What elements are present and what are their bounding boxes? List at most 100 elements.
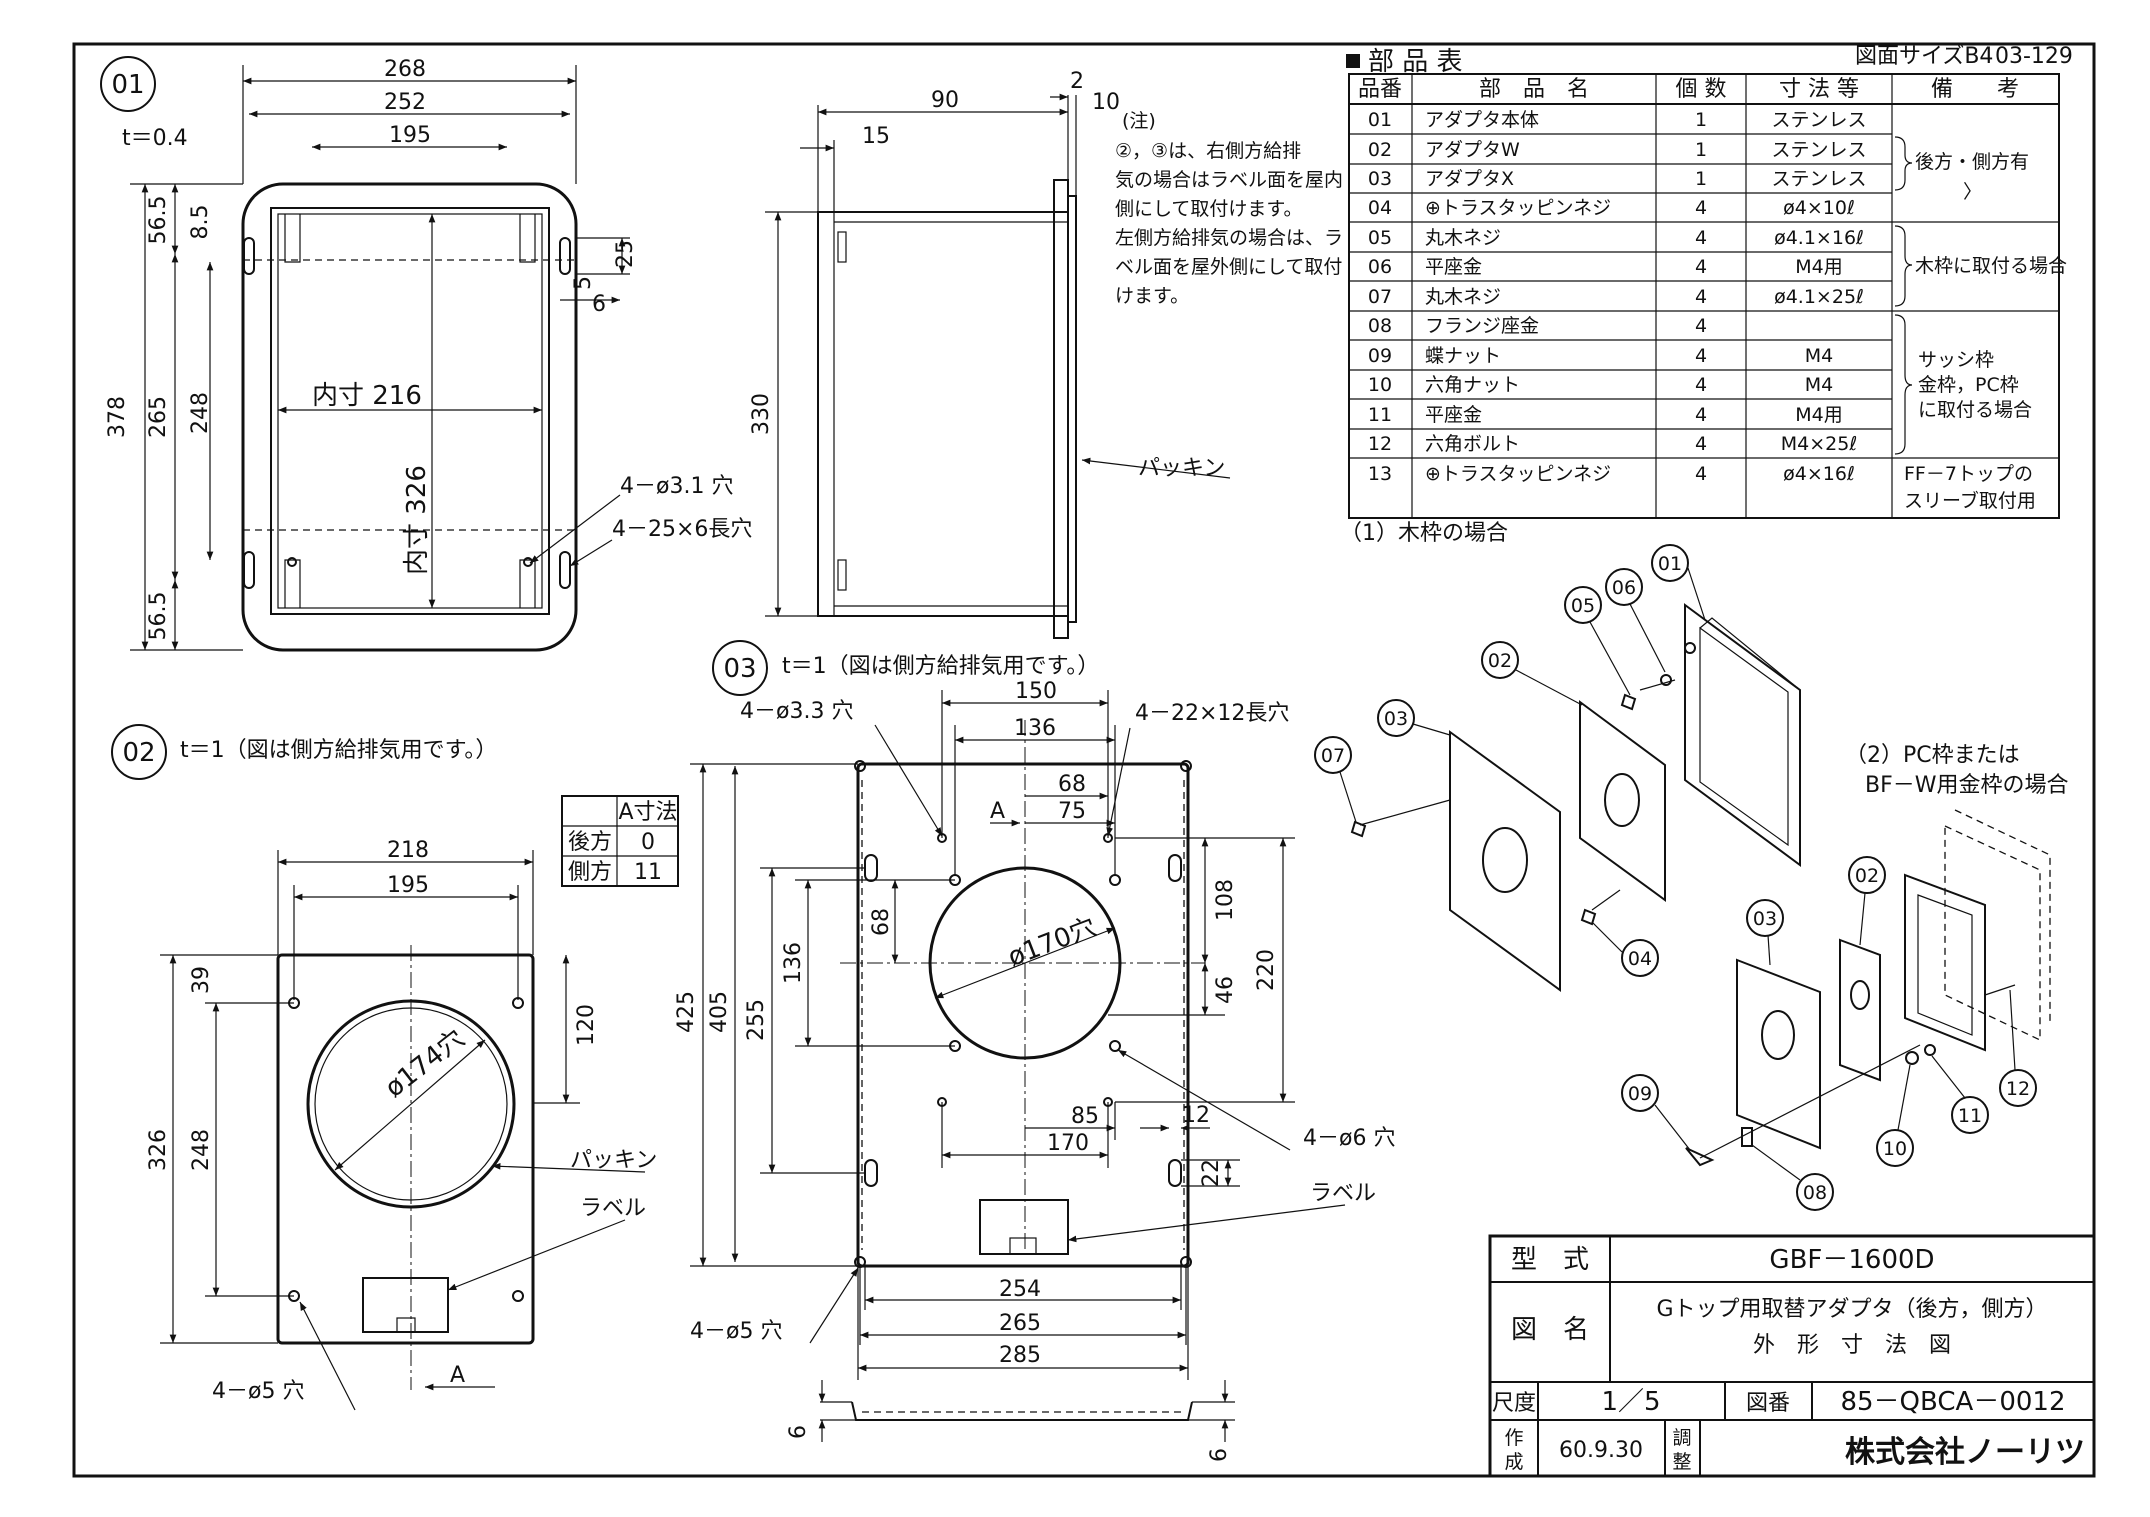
- svg-text:4: 4: [1695, 286, 1707, 308]
- svg-text:4－ø5 穴: 4－ø5 穴: [690, 1319, 782, 1344]
- svg-text:A寸法: A寸法: [618, 800, 677, 825]
- svg-text:平座金: 平座金: [1425, 404, 1482, 426]
- svg-text:4: 4: [1695, 197, 1707, 219]
- svg-text:4: 4: [1695, 256, 1707, 278]
- scale-value: 1／5: [1601, 1387, 1660, 1417]
- svg-text:4－ø5 穴: 4－ø5 穴: [212, 1379, 304, 1404]
- made-date: 60.9.30: [1559, 1438, 1643, 1463]
- svg-text:11: 11: [634, 860, 662, 885]
- remarks-group-3a: サッシ枠: [1918, 349, 1994, 371]
- svg-text:0: 0: [641, 830, 655, 855]
- svg-text:02: 02: [1368, 139, 1392, 161]
- svg-text:254: 254: [999, 1277, 1041, 1302]
- svg-text:4: 4: [1695, 404, 1707, 426]
- svg-text:4: 4: [1695, 433, 1707, 455]
- svg-text:03: 03: [1753, 908, 1777, 930]
- table-row: 13 ⊕トラスタッピンネジ 4 ø4×16ℓ: [1368, 463, 1855, 485]
- svg-text:4: 4: [1695, 463, 1707, 485]
- svg-text:03: 03: [1384, 708, 1408, 730]
- svg-text:側方: 側方: [568, 860, 612, 885]
- made-label-1: 作: [1504, 1427, 1523, 1449]
- svg-text:136: 136: [1014, 716, 1056, 741]
- svg-text:内寸 216: 内寸 216: [312, 381, 422, 411]
- title-block: 型 式 GBF－1600D 図 名 Gトップ用取替アダプタ（後方，側方） 外 形…: [1488, 1234, 2096, 1478]
- svg-text:10: 10: [1092, 90, 1120, 115]
- balloon-09: 09: [1621, 1074, 1691, 1151]
- svg-text:02: 02: [1488, 650, 1512, 672]
- remarks-group-3b: 金枠，PC枠: [1918, 374, 2019, 396]
- check-label-2: 整: [1672, 1451, 1691, 1473]
- svg-text:150: 150: [1015, 679, 1057, 704]
- remarks-group-1b: 〉: [1963, 181, 1982, 203]
- svg-text:M4: M4: [1805, 374, 1833, 396]
- svg-text:01: 01: [1368, 109, 1392, 131]
- svg-text:アダプタX: アダプタX: [1425, 168, 1514, 190]
- svg-text:285: 285: [999, 1343, 1041, 1368]
- svg-text:8.5: 8.5: [188, 205, 213, 240]
- svg-text:85: 85: [1071, 1104, 1099, 1129]
- svg-text:268: 268: [384, 57, 426, 82]
- svg-text:ステンレス: ステンレス: [1771, 168, 1866, 190]
- model-value: GBF－1600D: [1769, 1245, 1934, 1275]
- svg-text:ø4.1×25ℓ: ø4.1×25ℓ: [1774, 286, 1864, 308]
- svg-text:68: 68: [1058, 772, 1086, 797]
- model-label: 型 式: [1511, 1245, 1589, 1275]
- svg-text:09: 09: [1628, 1083, 1652, 1105]
- svg-text:4: 4: [1695, 315, 1707, 337]
- svg-text:12: 12: [2006, 1078, 2030, 1100]
- svg-text:11: 11: [1368, 404, 1392, 426]
- svg-text:1: 1: [1695, 139, 1707, 161]
- svg-text:アダプタW: アダプタW: [1425, 139, 1520, 161]
- svg-text:ø170穴: ø170穴: [1004, 912, 1100, 973]
- table-row: 08 フランジ座金 4: [1368, 315, 1707, 337]
- table-row: 04 ⊕トラスタッピンネジ 4 ø4×10ℓ: [1368, 197, 1855, 219]
- svg-text:5: 5: [571, 276, 596, 290]
- svg-text:⊕トラスタッピンネジ: ⊕トラスタッピンネジ: [1425, 463, 1611, 485]
- svg-text:248: 248: [188, 392, 213, 434]
- svg-text:75: 75: [1058, 799, 1086, 824]
- svg-text:07: 07: [1321, 745, 1345, 767]
- svg-text:195: 195: [387, 873, 429, 898]
- svg-text:4－ø6 穴: 4－ø6 穴: [1303, 1126, 1395, 1151]
- svg-text:A: A: [990, 799, 1005, 824]
- svg-text:09: 09: [1368, 345, 1392, 367]
- scale-label: 尺度: [1492, 1391, 1536, 1416]
- side-view-packing: パッキン: [1138, 456, 1225, 481]
- svg-text:46: 46: [1213, 976, 1238, 1004]
- view-02-label: ラベル: [580, 1196, 646, 1221]
- table-row: 07 丸木ネジ 4 ø4.1×25ℓ: [1368, 286, 1864, 308]
- svg-text:136: 136: [781, 942, 806, 984]
- svg-text:170: 170: [1047, 1131, 1089, 1156]
- svg-text:ø4×10ℓ: ø4×10ℓ: [1783, 197, 1855, 219]
- svg-text:4－ø3.3 穴: 4－ø3.3 穴: [740, 699, 853, 724]
- svg-text:12: 12: [1368, 433, 1392, 455]
- svg-text:425: 425: [674, 991, 699, 1033]
- a-dimension-table: A寸法 後方 0 側方 11: [561, 795, 679, 887]
- svg-text:4－25×6長穴: 4－25×6長穴: [612, 517, 752, 542]
- table-row: 06 平座金 4 M4用: [1368, 256, 1843, 278]
- svg-text:265: 265: [146, 396, 171, 438]
- svg-text:05: 05: [1368, 227, 1392, 249]
- svg-text:②，③は、右側方給排: ②，③は、右側方給排: [1115, 140, 1301, 162]
- check-label-1: 調: [1672, 1427, 1691, 1449]
- parts-table: 部 品 表 品番 部 品 名 個 数 寸 法 等 備 考 01 アダプタ本: [1346, 47, 2067, 519]
- svg-text:05: 05: [1571, 595, 1595, 617]
- svg-text:4: 4: [1695, 345, 1707, 367]
- svg-text:06: 06: [1612, 577, 1636, 599]
- drawing-name-line2: 外 形 寸 法 図: [1753, 1333, 1951, 1358]
- svg-text:120: 120: [574, 1004, 599, 1046]
- balloon-05: 05: [1564, 586, 1631, 696]
- svg-text:220: 220: [1254, 949, 1279, 991]
- balloon-10: 10: [1876, 1064, 1914, 1167]
- remarks-group-2: 木枠に取付る場合: [1915, 255, 2067, 277]
- svg-text:248: 248: [189, 1129, 214, 1171]
- svg-text:ステンレス: ステンレス: [1771, 139, 1866, 161]
- balloon-11: 11: [1931, 1055, 1989, 1134]
- svg-text:08: 08: [1803, 1182, 1827, 1204]
- svg-text:15: 15: [862, 124, 890, 149]
- svg-text:M4: M4: [1805, 345, 1833, 367]
- svg-text:90: 90: [931, 88, 959, 113]
- view-01-adapter-body: 01 t＝0.4 268 252 195 378 5: [100, 56, 752, 652]
- svg-text:(注): (注): [1122, 110, 1156, 132]
- svg-text:4: 4: [1695, 374, 1707, 396]
